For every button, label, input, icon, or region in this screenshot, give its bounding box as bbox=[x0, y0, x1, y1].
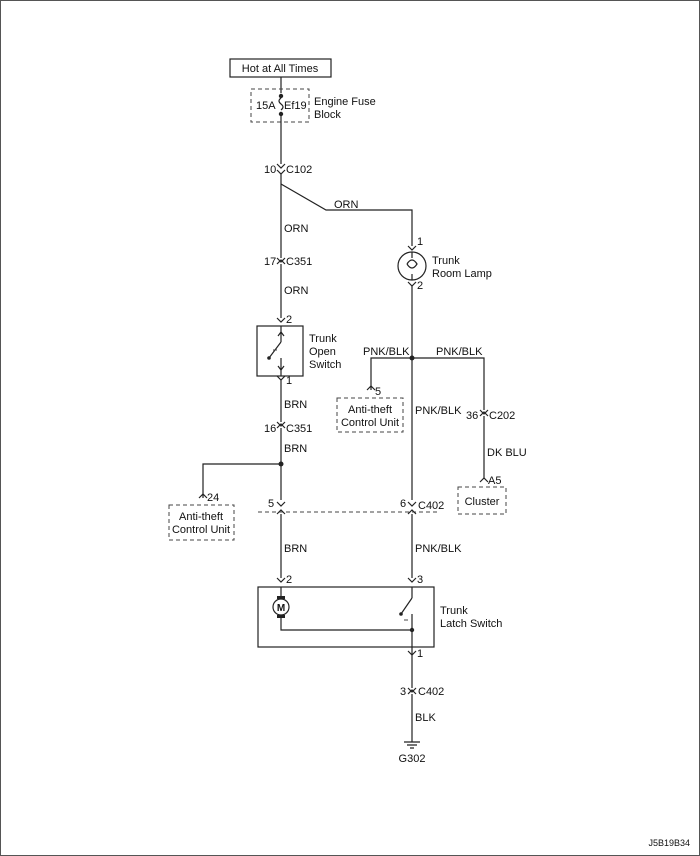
wire-blk-label: BLK bbox=[415, 712, 436, 724]
wire-pnkblk-label-right: PNK/BLK bbox=[436, 346, 483, 358]
connector-c402-left-pin: 5 bbox=[268, 498, 274, 510]
trunk-latch-switch-box bbox=[257, 586, 435, 648]
connector-c402-mid-pin: 6 bbox=[400, 498, 406, 510]
wire-brn-to-antitheft bbox=[202, 463, 281, 498]
open-switch-pin-bottom: 1 bbox=[286, 375, 292, 387]
open-switch-arrow-up bbox=[277, 331, 285, 337]
ground-label: G302 bbox=[399, 753, 426, 765]
cluster-pin: A5 bbox=[488, 475, 501, 487]
connector-c402-left-symbol bbox=[276, 501, 286, 507]
connector-c351-mid-name: C351 bbox=[286, 423, 312, 435]
lamp-label-1: Trunk bbox=[432, 255, 460, 267]
lamp-filament bbox=[406, 252, 418, 280]
connector-c402-left-mate bbox=[276, 509, 286, 515]
cluster-pin-symbol bbox=[479, 477, 489, 483]
ground-icon bbox=[404, 741, 420, 749]
wire-orn-label-3: ORN bbox=[284, 285, 309, 297]
connector-c402-bottom-name: C402 bbox=[418, 686, 444, 698]
connector-c402-mid-mate bbox=[407, 509, 417, 515]
lamp-label-2: Room Lamp bbox=[432, 268, 492, 280]
connector-c351-mid-symbol bbox=[276, 421, 286, 429]
open-switch-terminal bbox=[267, 356, 271, 360]
latch-pin-left-symbol bbox=[276, 577, 286, 583]
connector-c402-mid-name: C402 bbox=[418, 500, 444, 512]
antitheft-right-label-2: Control Unit bbox=[341, 417, 399, 429]
latch-pin-bottom: 1 bbox=[417, 648, 423, 660]
fuse-rating: 15A bbox=[256, 100, 276, 112]
connector-c202-symbol bbox=[479, 409, 489, 417]
open-switch-pin-bottom-symbol bbox=[276, 375, 286, 381]
antitheft-right-pin: 5 bbox=[375, 386, 381, 398]
wire-orn-to-lamp bbox=[280, 183, 413, 246]
wire-pnkblk-label-mid: PNK/BLK bbox=[415, 405, 462, 417]
latch-switch-contact bbox=[400, 597, 413, 615]
latch-label-1: Trunk bbox=[440, 605, 468, 617]
wire-pnkblk-to-antitheft bbox=[370, 357, 412, 390]
connector-c351-top-symbol bbox=[276, 257, 286, 265]
wire-pnkblk-to-cluster bbox=[412, 357, 485, 410]
fuse-block-label-2: Block bbox=[314, 109, 341, 121]
connector-c402-bottom-pin: 3 bbox=[400, 686, 406, 698]
wire-dkblu-label: DK BLU bbox=[487, 447, 527, 459]
motor-label: M bbox=[277, 603, 285, 614]
fuse-element bbox=[278, 97, 284, 111]
fuse-block-label-1: Engine Fuse bbox=[314, 96, 376, 108]
lamp-pin-bottom: 2 bbox=[417, 280, 423, 292]
wire-brn-label-1: BRN bbox=[284, 399, 307, 411]
wire-pnkblk-label-low: PNK/BLK bbox=[415, 543, 462, 555]
antitheft-right-pin-symbol bbox=[366, 385, 376, 391]
connector-c351-top-pin: 17 bbox=[264, 256, 276, 268]
open-switch-pin-top-symbol bbox=[276, 317, 286, 323]
connector-c402-mid-symbol bbox=[407, 501, 417, 507]
antitheft-left-pin: 24 bbox=[207, 492, 219, 504]
motor-brush-bottom bbox=[277, 615, 285, 618]
connector-c402-bottom-symbol bbox=[407, 687, 417, 695]
wire-orn-label-1: ORN bbox=[284, 223, 309, 235]
connector-c102-symbol bbox=[276, 163, 286, 175]
connector-c351-top-name: C351 bbox=[286, 256, 312, 268]
wire-orn-label-2: ORN bbox=[334, 199, 359, 211]
antitheft-right-label-1: Anti-theft bbox=[348, 404, 392, 416]
antitheft-right-box bbox=[336, 397, 404, 433]
latch-internal-wire bbox=[280, 618, 412, 631]
lamp-pin-top: 1 bbox=[417, 236, 423, 248]
power-source-label: Hot at All Times bbox=[242, 63, 319, 75]
latch-junction bbox=[409, 627, 415, 633]
antitheft-left-label-1: Anti-theft bbox=[179, 511, 223, 523]
wire-pnkblk-label-left: PNK/BLK bbox=[363, 346, 410, 358]
connector-c351-mid-pin: 16 bbox=[264, 423, 276, 435]
antitheft-left-box bbox=[168, 504, 235, 541]
latch-pin-left: 2 bbox=[286, 574, 292, 586]
antitheft-left-pin-symbol bbox=[198, 493, 208, 499]
diagram-code: J5B19B34 bbox=[648, 838, 690, 848]
latch-label-2: Latch Switch bbox=[440, 618, 502, 630]
open-switch-label-1: Trunk bbox=[309, 333, 337, 345]
fuse-id: Ef19 bbox=[284, 100, 307, 112]
cluster-box bbox=[457, 486, 507, 515]
latch-switch-terminal bbox=[399, 612, 403, 616]
open-switch-label-2: Open bbox=[309, 346, 336, 358]
open-switch-arrow-down bbox=[277, 365, 285, 371]
wire-brn-label-3: BRN bbox=[284, 543, 307, 555]
open-switch-label-3: Switch bbox=[309, 359, 341, 371]
open-switch-pin-top: 2 bbox=[286, 314, 292, 326]
wire-brn-label-2: BRN bbox=[284, 443, 307, 455]
fuse-terminal-top bbox=[278, 93, 284, 99]
latch-pin-right-symbol bbox=[407, 577, 417, 583]
motor-brush-top bbox=[277, 596, 285, 599]
cluster-label: Cluster bbox=[465, 496, 500, 508]
connector-c202-name: C202 bbox=[489, 410, 515, 422]
antitheft-left-label-2: Control Unit bbox=[172, 524, 230, 536]
trunk-open-switch-box bbox=[256, 325, 304, 377]
fuse-block-box bbox=[250, 88, 310, 123]
lamp-pin-top-symbol bbox=[407, 245, 417, 251]
connector-c202-pin: 36 bbox=[466, 410, 478, 422]
connector-c102-pin: 10 bbox=[264, 164, 276, 176]
lamp-pin-bottom-symbol bbox=[407, 281, 417, 287]
connector-c102-name: C102 bbox=[286, 164, 312, 176]
latch-pin-right: 3 bbox=[417, 574, 423, 586]
